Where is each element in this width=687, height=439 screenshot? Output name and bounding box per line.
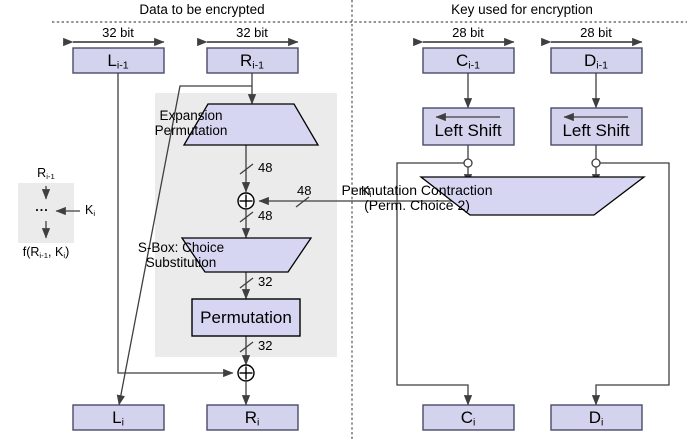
expansion-line-1: Expansion — [159, 108, 223, 123]
permutation-label: Permutation — [200, 308, 292, 327]
box-label-D-out: Di — [588, 408, 604, 429]
xor-top — [237, 192, 255, 210]
perm-contraction-label: Permutation Contraction (Perm. Choice 2) — [302, 183, 532, 213]
wire-rprev-to-lout — [116, 85, 252, 406]
wire-tap-d-to-dout — [591, 162, 670, 406]
bit-label-d-prev: 28 bit — [580, 25, 612, 40]
wire-label-sbox-out: 32 — [258, 274, 273, 289]
box-label-R-out: Ri — [244, 408, 260, 429]
sbox-label: S-Box: Choice Substitution — [116, 240, 246, 270]
tick-xor-out — [239, 211, 254, 223]
tick-perm-out — [239, 341, 254, 353]
legend-input-label: Ri-1 — [37, 166, 55, 181]
wire-label-xor-out: 48 — [258, 208, 273, 223]
shape-expansion-permutation — [182, 103, 320, 146]
header-right: Key used for encryption — [451, 2, 593, 17]
perm-contraction-line-2: (Perm. Choice 2) — [364, 197, 470, 213]
legend-output-label: f(Ri-1, Ki) — [22, 245, 70, 260]
junction-d — [591, 158, 601, 168]
tick-key-in — [295, 196, 310, 208]
xor-bottom — [237, 364, 255, 382]
shape-permutation — [191, 298, 301, 337]
tick-expansion-out — [239, 163, 254, 175]
box-label-C-prev: Ci-1 — [456, 51, 480, 72]
box-label-L-out: Li — [112, 408, 124, 429]
wire-lprev-to-xor — [117, 73, 234, 378]
box-label-R-prev: Ri-1 — [240, 51, 264, 72]
sbox-line-2: Substitution — [145, 255, 217, 270]
expansion-permutation-label: Expansion Permutation — [131, 108, 251, 138]
wire-label-perm-out: 32 — [258, 338, 273, 353]
wire-label-key-in: 48 — [297, 183, 312, 198]
junction-c — [463, 158, 473, 168]
bit-label-c-prev: 28 bit — [452, 25, 484, 40]
box-label-C-out: Ci — [460, 408, 476, 429]
box-R-out — [206, 404, 299, 431]
box-L-prev — [72, 47, 165, 74]
legend-dots-label: ... — [35, 200, 49, 214]
box-L-out — [72, 404, 165, 431]
box-label-D-prev: Di-1 — [584, 51, 608, 72]
legend-key-label: Ki — [85, 203, 96, 218]
shape-perm-contraction — [419, 176, 646, 216]
left-shift-2-label: Left Shift — [562, 121, 630, 140]
tick-sbox-out — [239, 277, 254, 289]
shape-sbox — [180, 237, 313, 273]
box-label-L-prev: Li-1 — [107, 51, 129, 72]
sbox-line-1: S-Box: Choice — [137, 240, 225, 255]
bit-label-l-prev: 32 bit — [102, 25, 134, 40]
left-shift-1-label: Left Shift — [434, 121, 502, 140]
wire-label-subkey: Ki — [361, 183, 372, 199]
box-C-out — [422, 404, 515, 431]
header-left: Data to be encrypted — [139, 2, 265, 17]
wire-tap-c-to-cout — [396, 162, 473, 406]
perm-contraction-line-1: Permutation Contraction — [341, 182, 493, 198]
wire-label-expansion-out: 48 — [258, 160, 273, 175]
bit-label-r-prev: 32 bit — [236, 25, 268, 40]
expansion-line-2: Permutation — [154, 123, 228, 138]
